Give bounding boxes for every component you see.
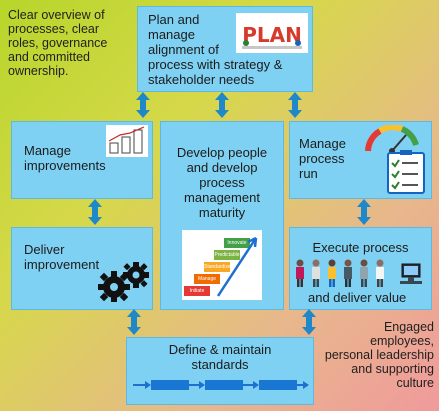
gears-icon xyxy=(96,261,152,303)
connector-plan-develop xyxy=(215,92,229,118)
maturity-step: Initiate xyxy=(184,286,210,296)
connector-deliver-define xyxy=(127,309,141,335)
people-icon xyxy=(294,258,427,288)
maturity-step: Innovate xyxy=(224,238,250,248)
box-deliver-improvement: Deliver improvement xyxy=(11,227,153,310)
execute-label-top: Execute process xyxy=(312,240,409,255)
connector-execute-define xyxy=(302,309,316,335)
maturity-staircase: Initiate Manage Standardize Predictable … xyxy=(182,230,262,300)
box-manage-process-run: Manage process run xyxy=(289,121,432,199)
improvement-sketch-icon xyxy=(106,125,148,157)
box-manage-improvements: Manage improvements xyxy=(11,121,153,199)
corner-text-culture: Engaged employees, personal leadership a… xyxy=(324,320,434,390)
execute-label-bottom: and deliver value xyxy=(308,290,407,305)
connector-manage-run-execute xyxy=(357,199,371,225)
corner-text-governance: Clear overview of processes, clear roles… xyxy=(8,8,108,78)
box-execute-process: Execute process and deliver value xyxy=(289,227,432,310)
plan-logo: PLAN xyxy=(236,13,308,53)
box-develop-people: Develop people and develop process manag… xyxy=(160,121,284,310)
box-define-standards: Define & maintain standards xyxy=(126,337,314,405)
process-flow-arrows xyxy=(131,374,311,396)
maturity-step: Standardize xyxy=(204,262,231,272)
maturity-step: Predictable xyxy=(214,250,240,260)
connector-manage-improvements-deliver xyxy=(88,199,102,225)
connector-plan-manage-improvements xyxy=(136,92,150,118)
connector-plan-manage-run xyxy=(288,92,302,118)
maturity-step: Manage xyxy=(194,274,220,284)
gauge-checklist-icon xyxy=(362,125,428,195)
box-plan-manage-alignment: Plan and manage alignment of process wit… xyxy=(137,6,313,92)
svg-text:PLAN: PLAN xyxy=(242,23,302,47)
